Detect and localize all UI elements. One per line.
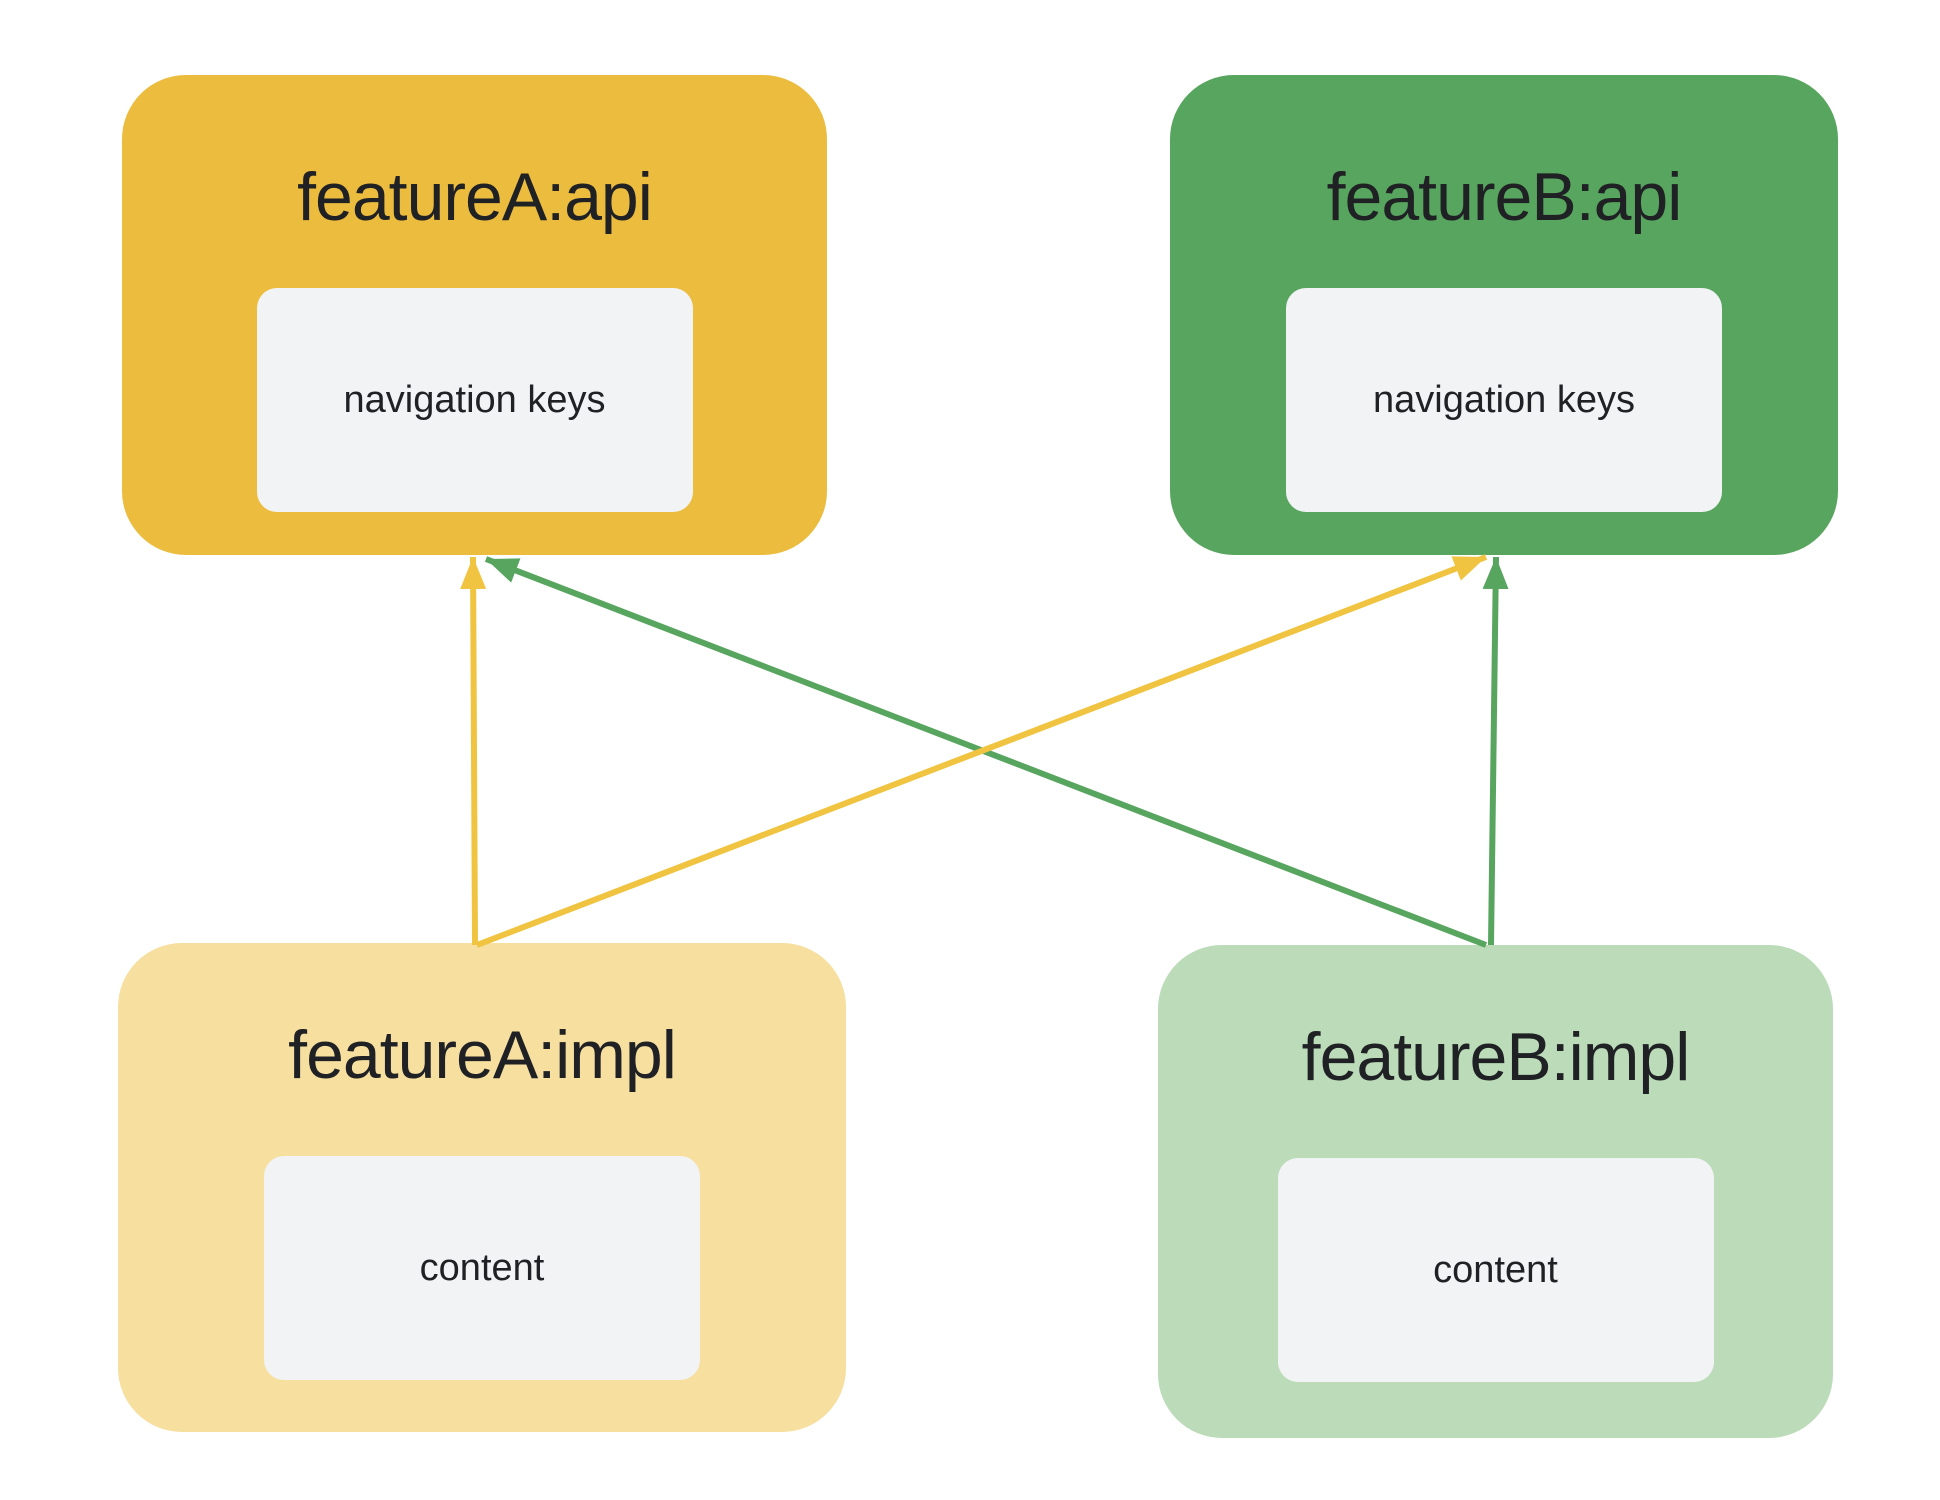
module-title-featureA-impl: featureA:impl bbox=[288, 1017, 677, 1093]
module-featureA-impl: featureA:impl content bbox=[118, 943, 846, 1432]
inner-label-content: content bbox=[419, 1246, 545, 1289]
module-title-featureA-api: featureA:api bbox=[297, 159, 653, 235]
inner-box-featureB-impl: content bbox=[1277, 1158, 1714, 1382]
module-title-featureB-impl: featureB:impl bbox=[1301, 1019, 1691, 1095]
module-featureA-api: featureA:api navigation keys bbox=[122, 75, 827, 555]
module-featureB-api: featureB:api navigation keys bbox=[1170, 75, 1838, 555]
edge-featureB-impl-to-featureB-api bbox=[1482, 556, 1509, 946]
inner-label-content: content bbox=[1433, 1248, 1558, 1291]
inner-label-navigation-keys: navigation keys bbox=[1373, 378, 1635, 421]
inner-label-navigation-keys: navigation keys bbox=[343, 378, 606, 421]
edge-featureB-impl-to-featureA-api bbox=[484, 556, 1488, 948]
inner-box-featureA-impl: content bbox=[264, 1156, 700, 1380]
module-featureB-impl: featureB:impl content bbox=[1158, 945, 1833, 1438]
module-title-featureB-api: featureB:api bbox=[1326, 159, 1683, 235]
edge-featureA-impl-to-featureA-api bbox=[460, 556, 487, 946]
inner-box-featureA-api: navigation keys bbox=[256, 288, 693, 512]
inner-box-featureB-api: navigation keys bbox=[1286, 288, 1722, 512]
edge-featureA-impl-to-featureB-api bbox=[475, 554, 1488, 948]
